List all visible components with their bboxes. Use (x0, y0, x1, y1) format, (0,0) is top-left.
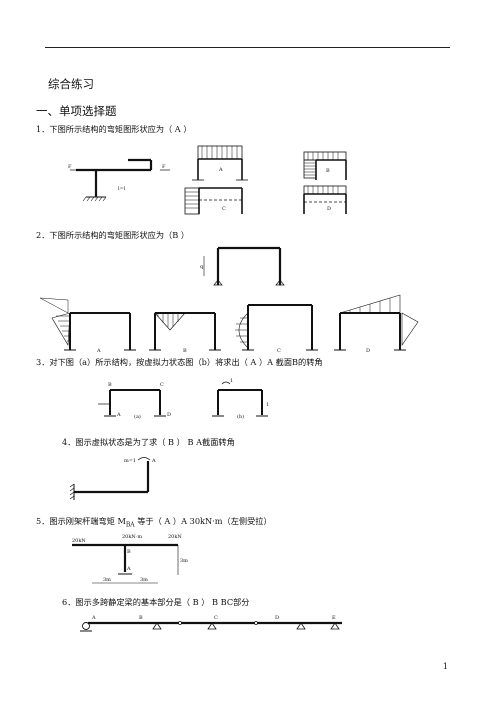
question-5: 5．图示刚架杆端弯矩 MBA 等于（ A ）A 30kN·m（左侧受拉） (36, 516, 272, 531)
q5-label-a: A (126, 566, 131, 572)
page-number: 1 (442, 662, 448, 671)
question-5-sub: BA (125, 521, 135, 529)
q3-b-caption: (b) (237, 413, 244, 420)
q3-a-caption: (a) (134, 413, 141, 420)
question-5-after: 等于（ A ）A 30kN·m（左侧受拉） (134, 516, 272, 526)
q3-a-label-c: C (160, 382, 164, 388)
q1-label-b: B (326, 168, 330, 174)
header-rule (45, 47, 450, 48)
q3-figure-b: 1 1 (b) (212, 378, 269, 420)
q1-option-c: C (184, 187, 243, 215)
q6-label-b: B (139, 615, 143, 621)
question-6: 6．图示多跨静定梁的基本部分是（ B ） B BC部分 (62, 597, 250, 607)
q1-option-d: D (303, 185, 347, 214)
q5-left-load: 20kN (72, 538, 86, 544)
q3-figure-a: B C A D (a) (98, 382, 171, 420)
q6-label-e: E (332, 615, 336, 621)
q1-label-a: A (218, 167, 223, 173)
q5-dim-2: 3m (140, 577, 148, 583)
q5-label-b: B (127, 549, 131, 555)
q4-figure: m=1 A (69, 457, 156, 500)
question-5-text: 5．图示刚架杆端弯矩 M (36, 516, 126, 526)
q2-label-c: C (277, 348, 281, 354)
q2-label-b: B (183, 348, 187, 354)
part-title: 一、单项选择题 (36, 104, 117, 118)
q6-label-c: C (214, 615, 218, 621)
q5-moment: 20kN·m (122, 534, 142, 540)
q2-option-c: C (235, 304, 313, 354)
q6-beam: A B C D E (80, 615, 342, 632)
q5-figure: 20kN 20kN 20kN·m B A 3m 3m 3m (72, 534, 188, 584)
q2-option-b: B (154, 312, 216, 354)
q5-right-load: 20kN (168, 534, 182, 540)
q2-option-d: D (339, 294, 419, 354)
q3-a-label-b: B (108, 382, 112, 388)
q1-option-a: A (192, 145, 248, 181)
q1-main-frame: F F l=l (68, 158, 170, 202)
q1-label-c: C (222, 206, 226, 212)
q2-option-a: A (39, 297, 131, 354)
q6-label-a: A (91, 615, 96, 621)
q1-span: l=l (118, 186, 126, 192)
q2-label-a: A (96, 348, 101, 354)
q3-a-label-d: D (167, 412, 171, 418)
q4-label-a: A (151, 458, 156, 464)
q5-dim-h: 3m (180, 558, 188, 564)
q3-b-one: 1 (230, 378, 233, 384)
question-4: 4．图示虚拟状态是为了求（ B ） B A截面转角 (62, 437, 235, 447)
q3-b-one-2: 1 (266, 402, 269, 408)
q5-dim-1: 3m (103, 577, 111, 583)
q1-fp-left: F (68, 164, 72, 170)
q3-a-label-a: A (116, 412, 121, 418)
question-3: 3．对下图（a）所示结构，按虚拟力状态图（b）将求出（ A ）A 截面B的转角 (36, 357, 323, 367)
section-title: 综合练习 (48, 77, 94, 91)
q6-label-d: D (275, 615, 279, 621)
q4-moment: m=1 (124, 458, 136, 464)
q1-label-d: D (327, 206, 331, 212)
q2-label-d: D (366, 348, 370, 354)
q1-fp-right: F (162, 164, 166, 170)
question-1: 1．下图所示结构的弯矩图形状应为（ A ） (36, 124, 192, 134)
q2-load: q (200, 264, 204, 270)
q1-option-b: B (303, 151, 347, 180)
question-2: 2．下图所示结构的弯矩图形状应为（B ） (36, 230, 190, 240)
q2-main-frame: q (200, 246, 285, 286)
